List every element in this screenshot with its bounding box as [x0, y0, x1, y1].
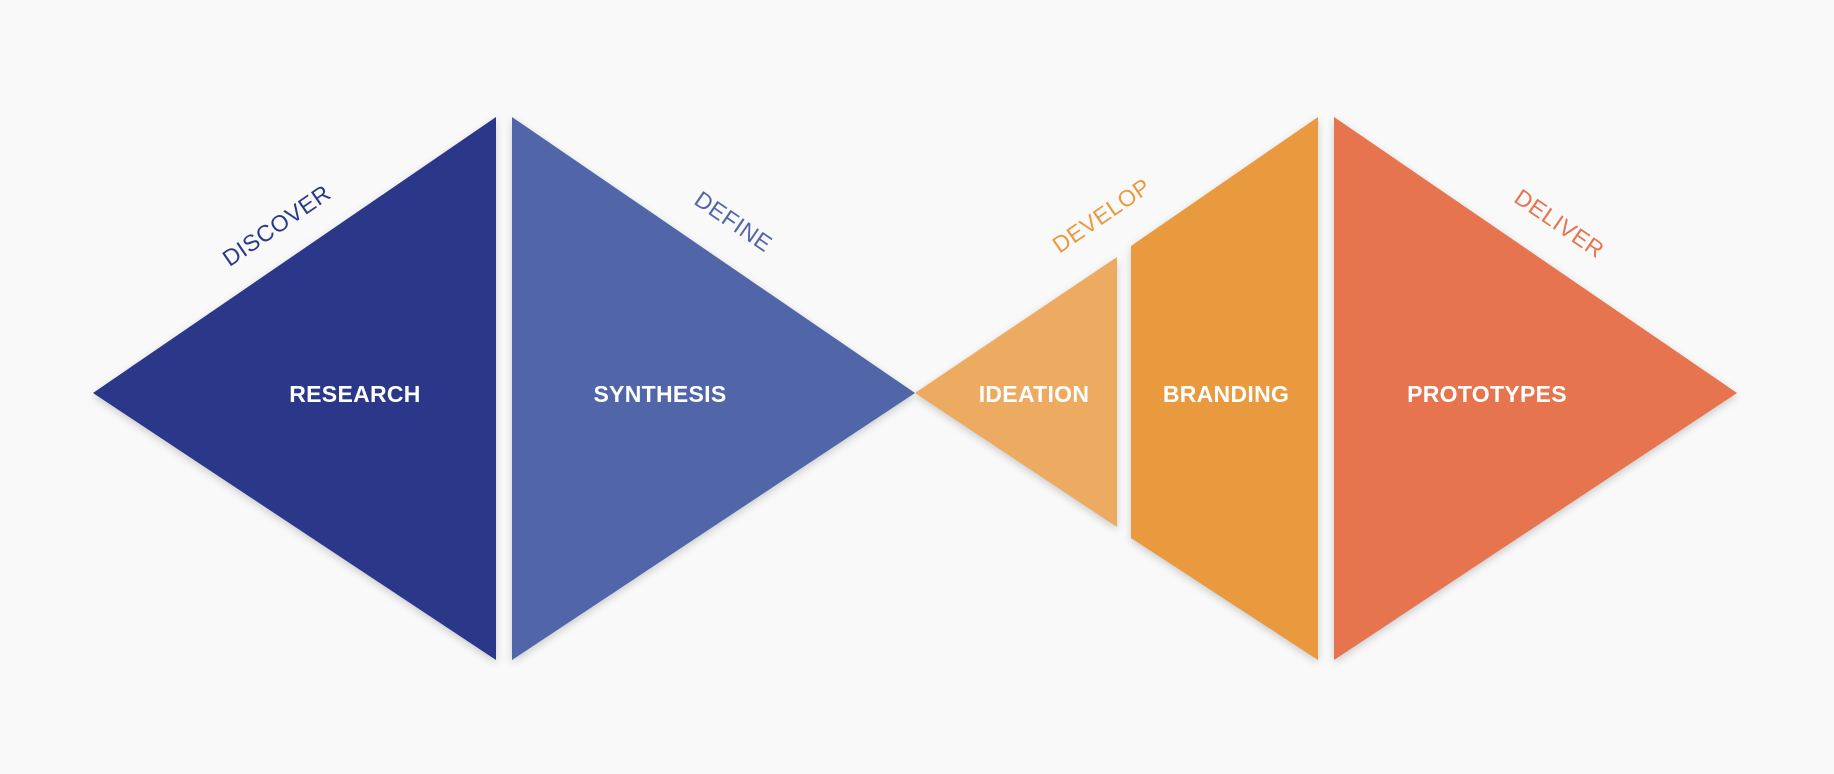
- ideation-segment: [915, 257, 1117, 527]
- synthesis-label: SYNTHESIS: [593, 381, 726, 407]
- synthesis-segment: [512, 117, 915, 660]
- ideation-label: IDEATION: [979, 381, 1090, 407]
- prototypes-segment: [1334, 117, 1737, 660]
- research-label: RESEARCH: [289, 381, 420, 407]
- branding-label: BRANDING: [1163, 381, 1289, 407]
- branding-segment: [1131, 117, 1318, 660]
- prototypes-label: PROTOTYPES: [1407, 381, 1567, 407]
- research-segment: [93, 117, 496, 660]
- define-label: DEFINE: [690, 186, 777, 257]
